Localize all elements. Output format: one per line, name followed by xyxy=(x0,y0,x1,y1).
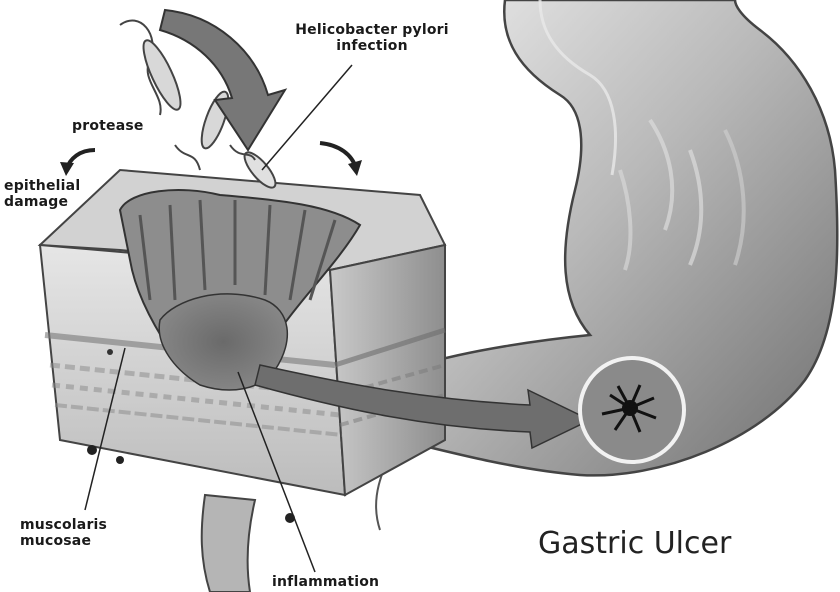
label-pathogen: Helicobacter pylori infection xyxy=(272,22,472,54)
label-inflammation: inflammation xyxy=(272,574,379,590)
label-muscularis-mucosae: muscolaris mucosae xyxy=(20,517,110,549)
label-protease: protease xyxy=(72,118,144,134)
tissue-block xyxy=(40,170,445,523)
label-epithelial-damage: epithelial damage xyxy=(4,178,84,210)
infection-arrow xyxy=(160,10,285,150)
diagram-title: Gastric Ulcer xyxy=(538,526,731,561)
pathogen-leader xyxy=(262,65,352,170)
duodenum-tube xyxy=(202,495,255,592)
